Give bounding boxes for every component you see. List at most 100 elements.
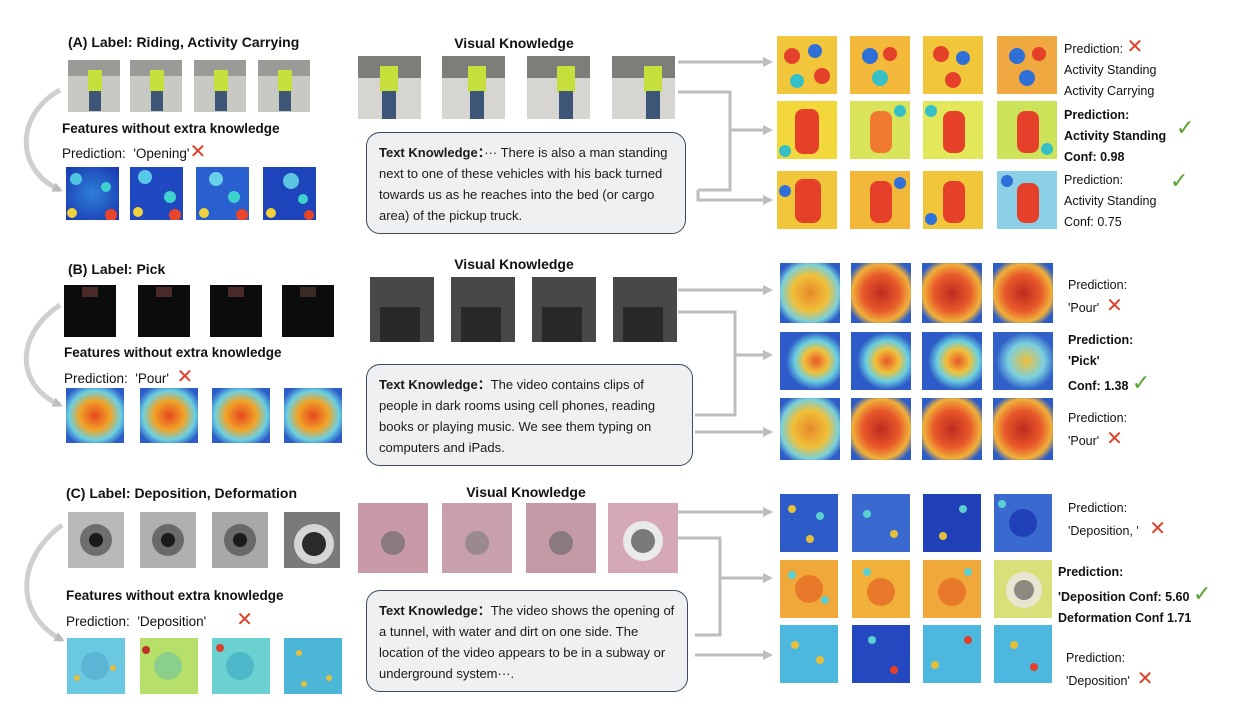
heatmap — [780, 332, 840, 390]
result-line: Conf: 1.38 — [1068, 379, 1129, 393]
result-line: Conf: 0.98 — [1064, 150, 1125, 164]
result-line: 'Deposition, ' — [1068, 524, 1139, 538]
result-line: Conf: 0.75 — [1064, 215, 1122, 229]
cross-icon: ✕ — [1106, 295, 1123, 317]
result-line: 'Pour' — [1068, 301, 1100, 315]
panel-c-visual-knowledge-title: Visual Knowledge — [466, 484, 586, 500]
result-line: Prediction: — [1064, 173, 1124, 187]
heatmap — [852, 560, 910, 618]
heatmap — [922, 263, 982, 323]
video-frame — [210, 285, 262, 337]
text-knowledge-label: Text Knowledge： — [379, 603, 491, 618]
panel-c-result-3: Prediction: 'Deposition' ✕ — [1066, 648, 1154, 692]
panel-c-result-2: Prediction: 'Deposition Conf: 5.60 ✓ Def… — [1058, 562, 1211, 629]
result-line: Prediction: — [1068, 333, 1134, 347]
video-frame — [532, 277, 596, 342]
heatmap — [777, 101, 837, 159]
heatmap — [777, 36, 837, 94]
prediction-value: 'Opening' — [133, 146, 190, 161]
result-line: Prediction: — [1058, 565, 1124, 579]
heatmap — [777, 171, 837, 229]
video-frame — [612, 56, 675, 119]
heatmap — [993, 398, 1053, 460]
result-line: 'Deposition Conf: 5.60 — [1058, 590, 1190, 604]
heatmap — [994, 625, 1052, 683]
heatmap — [922, 398, 982, 460]
video-frame — [451, 277, 515, 342]
video-frame — [358, 56, 421, 119]
video-frame — [194, 60, 246, 112]
heatmap — [780, 263, 840, 323]
text-knowledge-content: The video contains clips of people in da… — [379, 377, 656, 455]
video-frame — [282, 285, 334, 337]
heatmap — [850, 36, 910, 94]
result-line: Activity Carrying — [1064, 84, 1155, 98]
result-line: Activity Standing — [1064, 129, 1167, 143]
panel-a-label: (A) Label: Riding, Activity Carrying — [68, 34, 300, 50]
cross-icon: ✕ — [176, 366, 194, 388]
heatmap — [140, 388, 198, 443]
heatmap — [66, 167, 119, 220]
curve-arrow-c — [24, 522, 65, 643]
panel-a-result-2: Prediction: Activity Standing Conf: 0.98 — [1064, 105, 1166, 168]
heatmap — [922, 332, 982, 390]
heatmap — [994, 560, 1052, 618]
panel-a-result-1: Prediction: ✕ Activity Standing Activity… — [1064, 37, 1156, 102]
video-frame — [64, 285, 116, 337]
prediction-prefix: Prediction: — [64, 371, 128, 386]
prediction-prefix: Prediction: — [66, 614, 130, 629]
curve-arrow-a — [23, 87, 63, 193]
heatmap — [212, 388, 270, 443]
panel-b-visual-knowledge-title: Visual Knowledge — [454, 256, 574, 272]
heatmap — [780, 560, 838, 618]
check-icon: ✓ — [1176, 115, 1195, 140]
video-frame — [527, 56, 590, 119]
text-knowledge-content: ··· There is also a man standing next to… — [379, 145, 668, 223]
heatmap — [850, 101, 910, 159]
video-frame — [613, 277, 677, 342]
panel-a-visual-knowledge-title: Visual Knowledge — [454, 35, 574, 51]
heatmap — [993, 332, 1053, 390]
check-icon: ✓ — [1192, 581, 1212, 606]
result-line: Prediction: — [1068, 411, 1128, 425]
heatmap — [923, 171, 983, 229]
panel-c-label: (C) Label: Deposition, Deformation — [66, 485, 297, 501]
video-frame — [130, 60, 182, 112]
text-knowledge-content: The video shows the opening of a tunnel,… — [379, 603, 675, 681]
video-frame — [370, 277, 434, 342]
heatmap — [780, 494, 838, 552]
panel-c-prediction: Prediction: 'Deposition' ✕ — [66, 610, 253, 630]
heatmap — [923, 494, 981, 552]
heatmap — [851, 332, 911, 390]
heatmap — [994, 494, 1052, 552]
panel-a-text-knowledge: Text Knowledge：··· There is also a man s… — [366, 132, 686, 234]
result-line: 'Deposition' — [1066, 674, 1130, 688]
text-knowledge-label: Text Knowledge： — [379, 145, 485, 160]
video-frame — [284, 512, 340, 568]
result-line: Prediction: — [1064, 42, 1124, 56]
cross-icon: ✕ — [1106, 428, 1123, 450]
result-line: Prediction: — [1066, 651, 1126, 665]
video-frame — [442, 503, 512, 573]
result-line: 'Pick' — [1068, 354, 1100, 368]
heatmap — [851, 263, 911, 323]
heatmap — [780, 398, 840, 460]
video-frame — [608, 503, 678, 573]
check-icon: ✓ — [1170, 168, 1189, 193]
result-line: Activity Standing — [1064, 194, 1157, 208]
video-frame — [68, 60, 120, 112]
panel-b-result-2: Prediction: 'Pick' Conf: 1.38 ✓ — [1068, 330, 1150, 397]
panel-b-features-title: Features without extra knowledge — [64, 345, 282, 360]
curve-arrow-b — [23, 302, 63, 408]
check-icon: ✓ — [1131, 370, 1151, 395]
heatmap — [284, 388, 342, 443]
heatmap — [851, 398, 911, 460]
cross-icon: ✕ — [1126, 36, 1144, 58]
heatmap — [852, 494, 910, 552]
heatmap — [993, 263, 1053, 323]
video-frame — [68, 512, 124, 568]
panel-b-result-3: Prediction: 'Pour' ✕ — [1068, 408, 1127, 452]
video-frame — [258, 60, 310, 112]
video-frame — [138, 285, 190, 337]
